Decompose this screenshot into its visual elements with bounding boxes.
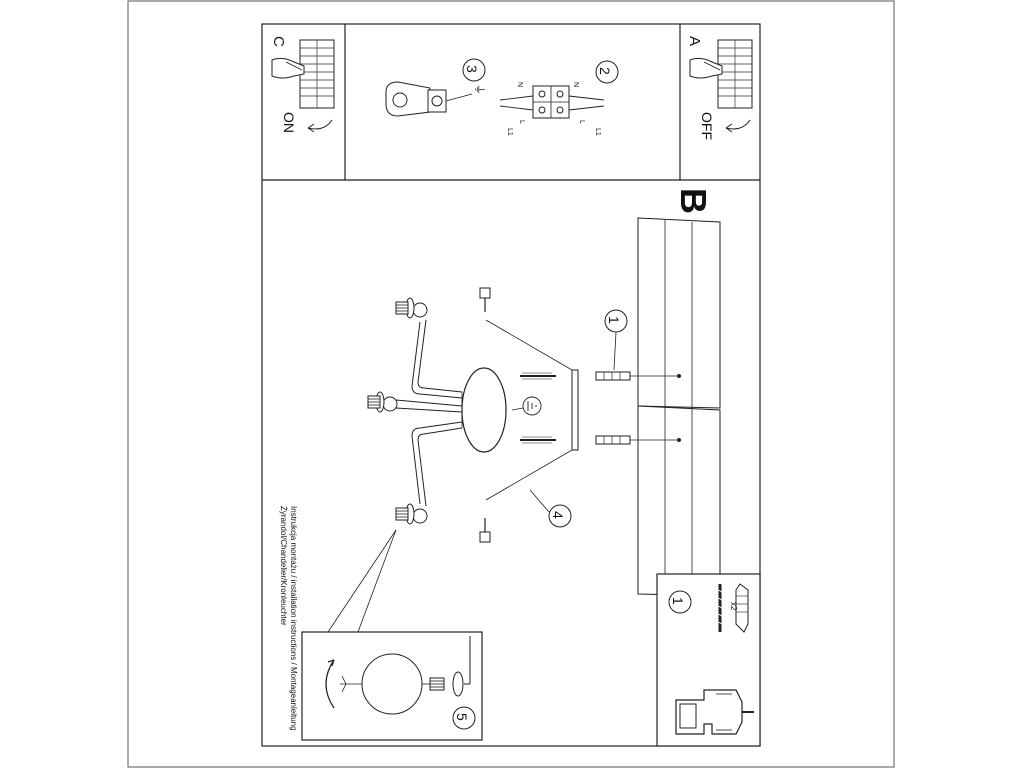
wall-plug-upper (595, 371, 681, 381)
ceiling-slab (637, 217, 721, 597)
curved-arrow-icon (725, 119, 751, 130)
breaker-box-icon (717, 39, 753, 109)
step-4-number: 4 (550, 511, 566, 519)
screw-icon (717, 584, 723, 632)
wall-plug-lower (595, 435, 681, 445)
ground-icon: ⏚ (473, 84, 486, 95)
panel-c-state: ON (281, 112, 297, 133)
wire-label-l1: L1 (506, 128, 513, 136)
sheet-frame (261, 23, 761, 747)
bulb-socket-icon (429, 636, 471, 697)
screw-lower (520, 436, 556, 444)
screw-upper (520, 372, 556, 380)
wire-label-l1: L1 (594, 128, 601, 136)
caption-line-2: Żyrandol/Chandelier/Kronleuchter (279, 506, 288, 626)
step-1-number: 1 (606, 316, 622, 324)
terminal-block-icon (532, 85, 570, 119)
panel-b-letter: B (673, 188, 714, 214)
panel-a-state: OFF (699, 112, 715, 140)
caption-line-1: Instrukcja montażu / installation instru… (289, 506, 298, 731)
wire-label-n: N (516, 82, 523, 87)
canopy-screw-top (479, 287, 491, 312)
step-1-kit: 1 x2 (656, 573, 761, 747)
wire-label-n: N (572, 82, 579, 87)
step-2-number: 2 (597, 67, 613, 75)
canopy-guide-lines (485, 319, 573, 501)
step-3-number: 3 (464, 65, 480, 73)
zoom-line (357, 529, 397, 633)
kit-step-number: 1 (670, 597, 686, 605)
drill-icon (675, 689, 754, 735)
step-5-number: 5 (454, 713, 470, 721)
hand-icon (271, 57, 305, 79)
lamp-holder-lower (395, 503, 428, 525)
wire-right (568, 95, 605, 111)
wire-label-l: L (578, 120, 585, 124)
arm-lower (411, 421, 463, 507)
glass-globe-icon (361, 653, 423, 715)
wire-label-l: L (518, 120, 525, 124)
step-4-marker (548, 504, 572, 528)
arm-middle (387, 399, 463, 413)
rotate-arrow-icon (325, 659, 335, 709)
lamp-holder-upper (395, 297, 428, 319)
panel-c: C ON (270, 36, 335, 133)
zoom-line (327, 529, 397, 633)
step-3-ground: 3 ⏚ (385, 58, 486, 117)
step-5-detail: 5 (301, 631, 483, 741)
breaker-box-icon (299, 39, 335, 109)
curved-arrow-icon (307, 119, 333, 130)
canopy-screw-bottom (479, 518, 491, 543)
mounting-plate (571, 369, 579, 451)
canopy (461, 367, 507, 453)
page-border (127, 0, 895, 768)
lamp-holder-middle (367, 391, 398, 413)
panel-a: A OFF (686, 36, 753, 140)
panel-c-letter: C (270, 36, 287, 47)
ground-symbol-icon (511, 396, 542, 416)
hand-icon (689, 57, 723, 79)
wire-left (499, 95, 534, 111)
kit-quantity: x2 (729, 602, 738, 611)
panel-a-letter: A (686, 36, 703, 46)
wall-plug-icon (735, 583, 749, 633)
step-2-wiring: 2 N N L L L1 L1 (499, 60, 619, 136)
arm-upper (411, 319, 463, 399)
ground-lug-icon (385, 81, 447, 117)
